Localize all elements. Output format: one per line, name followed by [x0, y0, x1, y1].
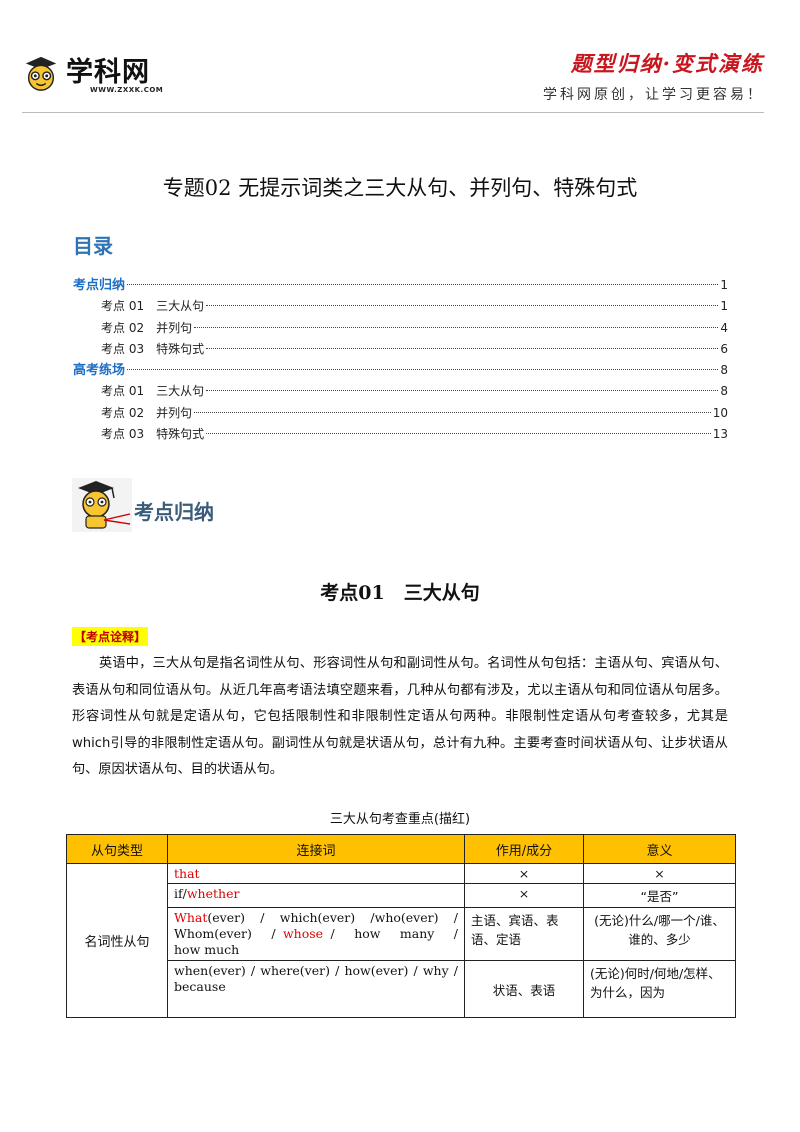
logo-url: WWW.ZXXK.COM: [90, 86, 164, 94]
table-row: if/whether × “是否”: [67, 883, 736, 908]
toc-entry-label: 考点 01 三大从句: [101, 384, 205, 399]
toc-leader: [206, 390, 719, 392]
brand-logo: 学科网 WWW.ZXXK.COM: [22, 48, 192, 102]
toc-entry-page: 13: [712, 427, 728, 442]
keypoint-title: 考点01 三大从句: [320, 582, 480, 604]
toc-entry[interactable]: 考点 02 并列句 4: [73, 318, 728, 339]
table-row: when(ever) / where(ver) / how(ever) / wh…: [67, 960, 736, 1018]
toc-entry-page: 6: [720, 341, 728, 356]
role-cell: 状语、表语: [464, 960, 584, 1018]
highlighted-conjunction: What: [174, 910, 208, 925]
toc-leader: [194, 411, 711, 413]
toc-leader: [206, 433, 711, 435]
highlighted-conjunction: whose: [282, 926, 324, 941]
toc-entry[interactable]: 考点 03 特殊句式 13: [73, 424, 728, 445]
table-header: 作用/成分: [464, 834, 584, 864]
mascot-pointer-icon: [72, 478, 132, 532]
toc-entry-label: 考点 03 特殊句式: [101, 427, 205, 442]
table-of-contents: 考点归纳 1 考点 01 三大从句 1 考点 02 并列句 4 考点 03 特殊…: [73, 275, 728, 445]
clause-table: 从句类型 连接词 作用/成分 意义 名词性从句 that × × if/whet…: [66, 834, 736, 1018]
role-cell: ×: [464, 883, 584, 908]
meaning-cell: ×: [583, 863, 736, 884]
conjunction-cell: that: [167, 863, 465, 884]
toc-entry-label: 考点 01 三大从句: [101, 299, 205, 314]
table-header: 从句类型: [66, 834, 168, 864]
document-title: 专题02 无提示词类之三大从句、并列句、特殊句式: [162, 176, 638, 200]
meaning-cell: “是否”: [583, 883, 736, 908]
toc-entry-label: 考点归纳: [73, 278, 126, 293]
toc-entry-label: 考点 02 并列句: [101, 320, 193, 335]
role-cell: ×: [464, 863, 584, 884]
toc-entry-label: 高考练场: [73, 363, 126, 379]
toc-leader: [127, 284, 719, 285]
toc-entry-label: 考点 02 并列句: [101, 405, 193, 420]
toc-entry[interactable]: 考点 02 并列句 10: [73, 403, 728, 424]
conjunction-text: / how many / how much: [174, 926, 471, 957]
table-row: What(ever) / which(ever) /who(ever) / Wh…: [67, 907, 736, 961]
toc-leader: [206, 347, 719, 349]
toc-entry[interactable]: 考点归纳 1: [73, 275, 728, 296]
toc-leader: [194, 326, 719, 328]
conjunction-text: (ever) / which(ever) /who(ever) / Whom(e…: [174, 910, 458, 941]
explain-tag: 【考点诠释】: [72, 627, 149, 646]
toc-entry-page: 10: [712, 405, 728, 420]
mascot-logo-icon: [25, 56, 57, 91]
toc-entry[interactable]: 考点 01 三大从句 1: [73, 296, 728, 317]
toc-entry-page: 4: [720, 320, 728, 335]
table-row: 名词性从句 that × ×: [66, 863, 736, 1018]
table-caption: 三大从句考查重点(描红): [329, 812, 471, 827]
toc-entry-label: 考点 03 特殊句式: [101, 341, 205, 356]
toc-entry-page: 1: [720, 299, 728, 314]
toc-entry[interactable]: 考点 03 特殊句式 6: [73, 339, 728, 360]
brand-slogan-block: 题型归纳·变式演练 学科网原创，让学习更容易！: [543, 48, 764, 104]
meaning-cell: (无论)何时/何地/怎样、为什么，因为: [583, 960, 736, 1018]
toc-entry[interactable]: 考点 01 三大从句 8: [73, 381, 728, 402]
toc-leader: [206, 305, 719, 307]
table-header-row: 从句类型 连接词 作用/成分 意义: [66, 834, 736, 864]
toc-entry-page: 1: [720, 278, 728, 292]
highlighted-conjunction: whether: [186, 886, 240, 901]
section-title: 考点归纳: [134, 500, 214, 524]
meaning-cell: (无论)什么/哪一个/谁、谁的、多少: [583, 907, 736, 961]
role-cell: 主语、宾语、表语、定语: [464, 907, 584, 961]
table-header: 意义: [583, 834, 736, 864]
brand-tagline: 学科网原创，让学习更容易！: [543, 87, 764, 103]
table-header: 连接词: [167, 834, 465, 864]
explanation-paragraph: 英语中，三大从句是指名词性从句、形容词性从句和副词性从句。名词性从句包括：主语从…: [72, 656, 728, 777]
toc-entry-page: 8: [720, 363, 728, 378]
toc-heading: 目录: [73, 234, 113, 258]
header-divider: [22, 112, 764, 113]
clause-type-cell: 名词性从句: [66, 863, 168, 1018]
logo-text: 学科网: [66, 57, 150, 88]
toc-entry[interactable]: 高考练场 8: [73, 360, 728, 381]
conjunction-cell: if/whether: [167, 883, 465, 908]
conjunction-cell: when(ever) / where(ver) / how(ever) / wh…: [167, 960, 465, 1018]
highlighted-conjunction: that: [174, 866, 200, 881]
conjunction-text: if/: [174, 886, 187, 901]
brand-slogan: 题型归纳·变式演练: [570, 51, 764, 76]
conjunction-cell: What(ever) / which(ever) /who(ever) / Wh…: [167, 907, 471, 961]
toc-entry-page: 8: [720, 384, 728, 399]
toc-leader: [127, 369, 719, 371]
